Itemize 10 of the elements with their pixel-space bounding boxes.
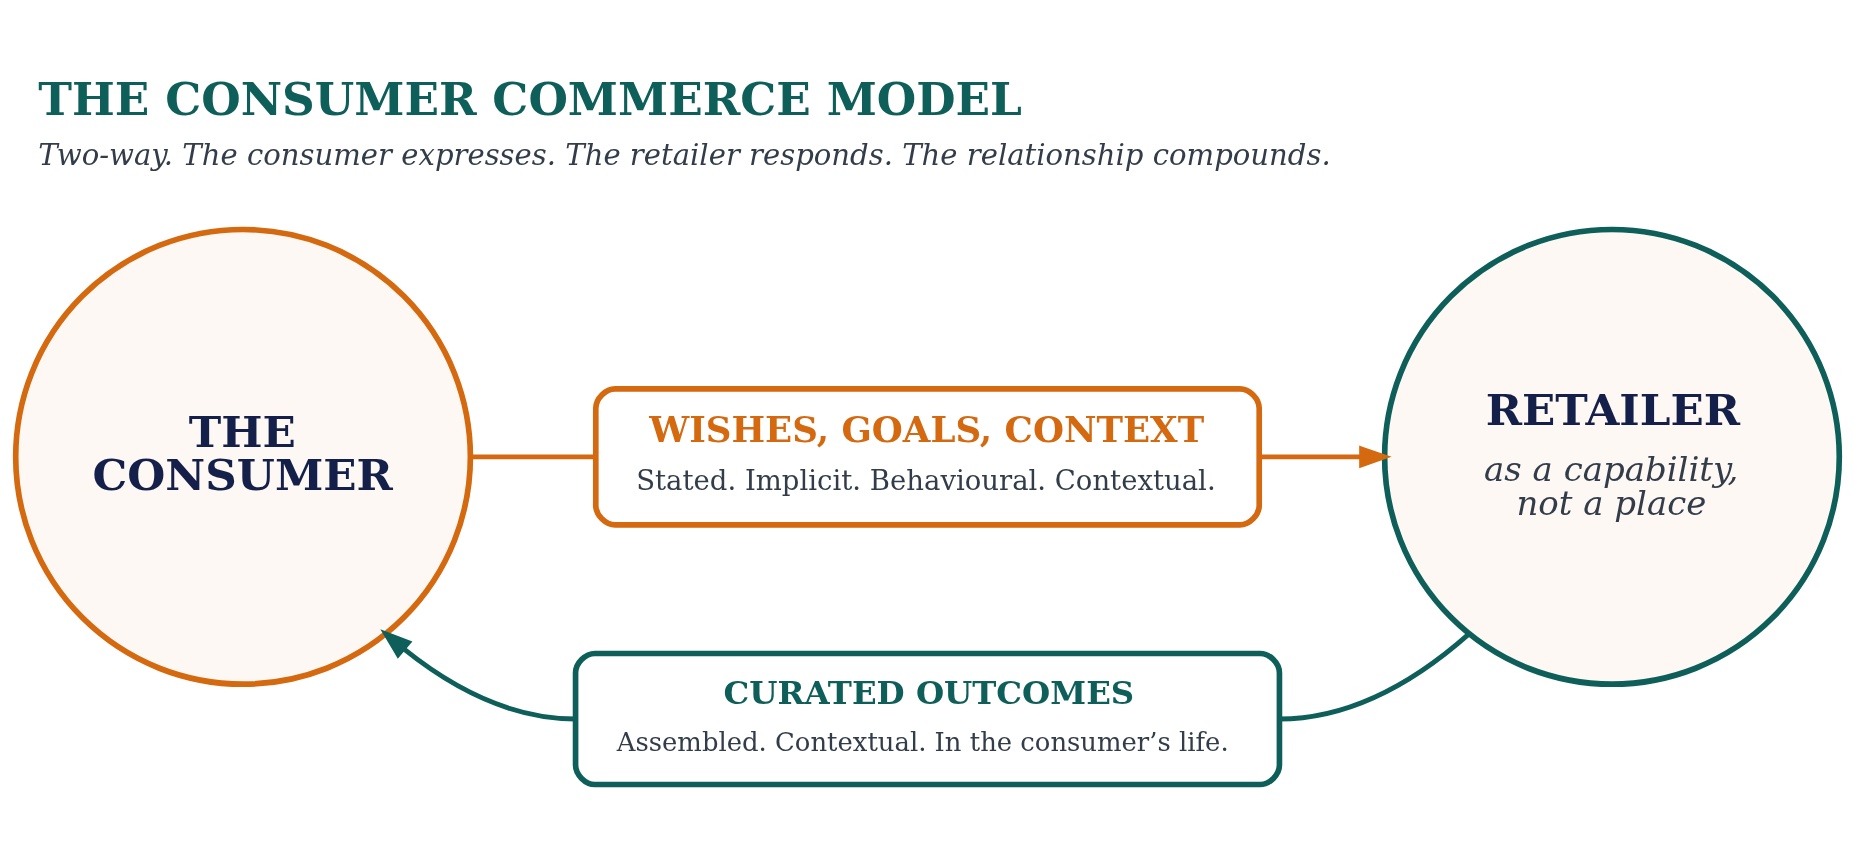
node-box: WISHES, GOALS, CONTEXT Stated. Implicit. Behavioural. Contextual. <box>592 385 1263 528</box>
connector <box>470 453 595 459</box>
node-box: CURATED OUTCOMES Assembled. Contextual. In the consumer’s life. <box>572 650 1283 787</box>
node-circle: RETAILER as a capability, not a place <box>1381 226 1843 687</box>
arrow <box>380 628 576 721</box>
node-circle: THE CONSUMER <box>12 226 474 687</box>
caption: Two-way. The consumer expresses. The retailer responds. The relationship compounds. <box>38 137 1331 172</box>
connector <box>1279 631 1471 721</box>
arrow <box>1260 445 1392 468</box>
diagram-title: THE CONSUMER COMMERCE MODEL <box>38 71 1022 126</box>
